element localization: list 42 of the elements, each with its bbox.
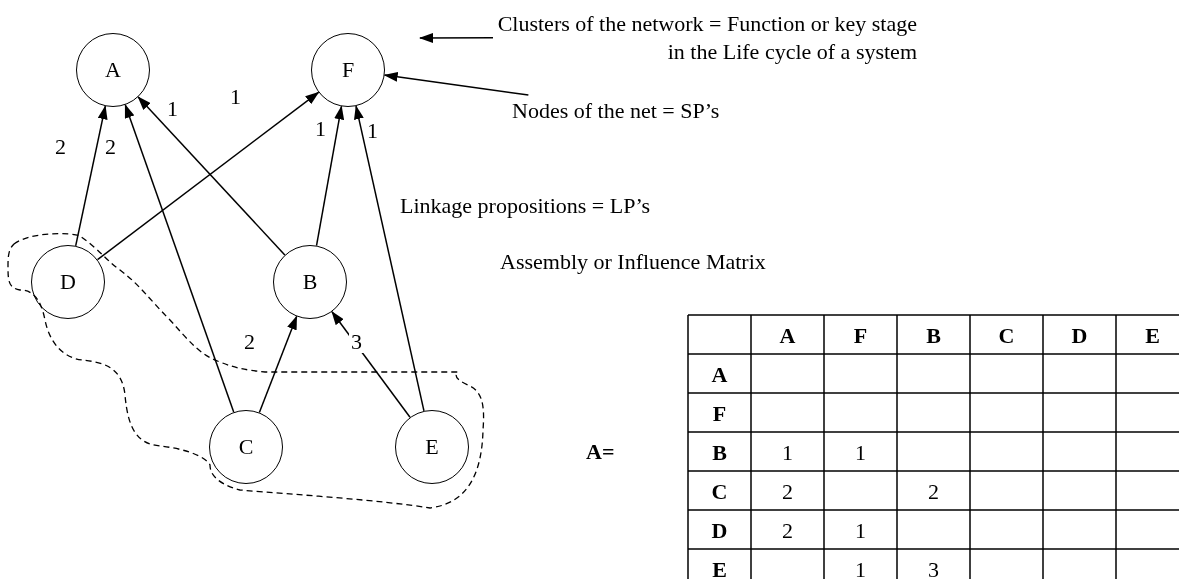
header-label: A xyxy=(711,363,728,386)
arrow xyxy=(74,105,108,247)
edge-label: 3 xyxy=(349,331,364,353)
header-label: E xyxy=(712,558,727,579)
arrow xyxy=(419,33,494,43)
header-label: A xyxy=(779,324,796,347)
header-label: B xyxy=(926,324,941,347)
arrow xyxy=(124,103,235,413)
node-label: E xyxy=(425,436,439,458)
arrow xyxy=(383,71,530,96)
header-label: D xyxy=(711,519,728,542)
header-label: B xyxy=(712,441,727,464)
node-label: C xyxy=(238,436,254,458)
node-label: D xyxy=(60,271,76,293)
matrix-value: 2 xyxy=(928,480,939,503)
matrix-value: 3 xyxy=(928,558,939,579)
arrow xyxy=(315,105,345,247)
header-label: F xyxy=(853,324,868,347)
annotation-text: Clusters of the network = Function or key stage in the Life cycle of a system xyxy=(497,10,917,65)
header-label: C xyxy=(998,324,1015,347)
header-label: E xyxy=(1145,324,1160,347)
arrow xyxy=(137,96,286,256)
arrow xyxy=(331,310,411,418)
matrix-value: 2 xyxy=(782,480,793,503)
arrow xyxy=(354,105,425,412)
node-label: A xyxy=(105,59,121,81)
node-label: B xyxy=(302,271,318,293)
table-title: Assembly or Influence Matrix xyxy=(500,250,766,275)
arrow xyxy=(96,91,320,261)
header-label: D xyxy=(1071,324,1088,347)
annotation-text: Nodes of the net = SP’s xyxy=(512,97,772,125)
arrow xyxy=(258,315,298,414)
matrix-value: 1 xyxy=(855,519,866,542)
matrix-value: 1 xyxy=(782,441,793,464)
header-label: F xyxy=(712,402,727,425)
matrix-value: 2 xyxy=(782,519,793,542)
node-label: F xyxy=(341,59,355,81)
matrix-name: A= xyxy=(586,440,615,465)
header-label: C xyxy=(711,480,728,503)
annotation-text: Linkage propositions = LP’s xyxy=(400,194,651,219)
matrix-value: 1 xyxy=(855,441,866,464)
matrix-value: 1 xyxy=(855,558,866,579)
